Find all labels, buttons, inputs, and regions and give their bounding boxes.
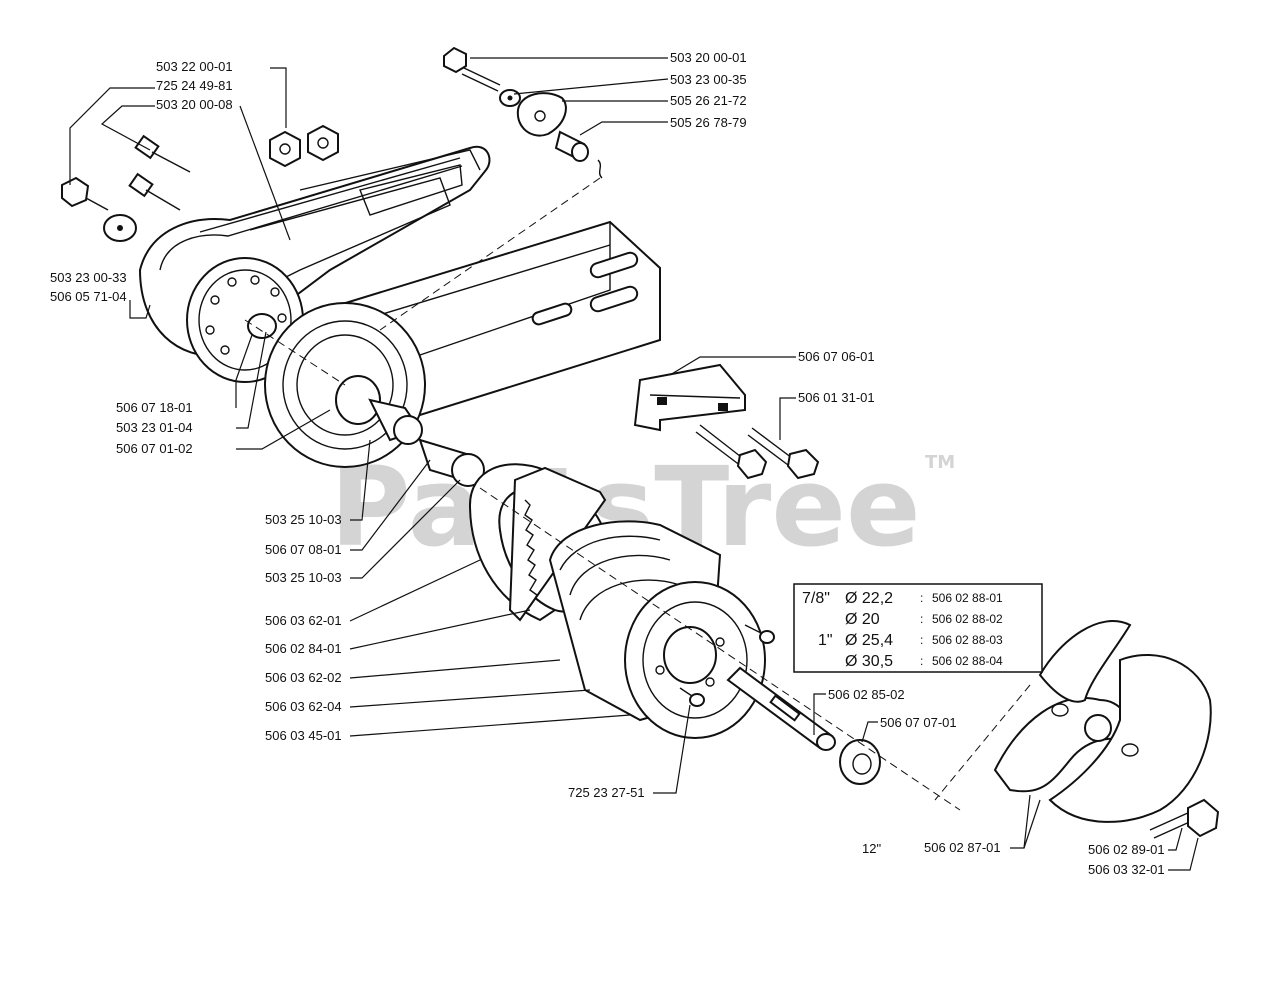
washer-icon [499, 89, 521, 107]
table-dia: Ø 20 [845, 611, 880, 628]
bolt-icon [744, 624, 775, 644]
table-part: 506 02 88-04 [932, 654, 1003, 668]
label-503-25-10-03: 503 25 10-03 [265, 512, 342, 527]
table-part: 506 02 88-03 [932, 633, 1003, 647]
trademark: TM [925, 452, 955, 473]
bolt-icon [1149, 798, 1220, 839]
bolt-icon [747, 427, 820, 480]
label-505-26-21-72: 505 26 21-72 [670, 93, 747, 108]
nut-icon [269, 130, 301, 168]
label-505-26-78-79: 505 26 78-79 [670, 115, 747, 130]
bolt-icon [443, 46, 501, 92]
label-506-07-18-01: 506 07 18-01 [116, 400, 193, 415]
label-506-01-31-01: 506 01 31-01 [798, 390, 875, 405]
label-506-02-84-01: 506 02 84-01 [265, 641, 342, 656]
bracket-icon [516, 92, 567, 137]
table-part: 506 02 88-01 [932, 591, 1003, 605]
size-table-row: Ø 30,5 : 506 02 88-04 [845, 653, 1003, 670]
size-table: 7/8" Ø 22,2 : 506 02 88-01 Ø 20 : 506 02… [793, 583, 1043, 673]
bracket-icon [633, 363, 746, 432]
label-503-23-00-33: 503 23 00-33 [50, 270, 127, 285]
label-506-02-89-01: 506 02 89-01 [1088, 842, 1165, 857]
blade-icon [993, 620, 1212, 823]
bolt-icon [679, 687, 705, 707]
shaft-icon [726, 666, 836, 751]
label-506-02-85-02: 506 02 85-02 [828, 687, 905, 702]
label-506-03-32-01: 506 03 32-01 [1088, 862, 1165, 877]
table-dia: Ø 25,4 [845, 632, 893, 649]
gear-ring [508, 466, 607, 622]
label-506-03-62-04: 506 03 62-04 [265, 699, 342, 714]
label-506-07-01-02: 506 07 01-02 [116, 441, 193, 456]
size-table-row: 7/8" Ø 22,2 : 506 02 88-01 [802, 590, 1003, 607]
label-503-23-00-35: 503 23 00-35 [670, 72, 747, 87]
label-size-12: 12" [862, 841, 881, 856]
table-sep: : [920, 654, 923, 668]
label-506-03-45-01: 506 03 45-01 [265, 728, 342, 743]
label-503-23-01-04: 503 23 01-04 [116, 420, 193, 435]
table-inch: 7/8" [802, 590, 830, 607]
label-503-20-00-08: 503 20 00-08 [156, 97, 233, 112]
label-506-02-87-01: 506 02 87-01 [924, 840, 1001, 855]
table-sep: : [920, 591, 923, 605]
part-labels: 503 22 00-01 725 24 49-81 503 20 00-08 5… [50, 50, 1165, 877]
label-725-24-49-81: 725 24 49-81 [156, 78, 233, 93]
center-lines [244, 177, 1031, 811]
label-506-07-07-01: 506 07 07-01 [880, 715, 957, 730]
label-503-22-00-01: 503 22 00-01 [156, 59, 233, 74]
nut-icon [307, 124, 339, 162]
size-table-row: Ø 20 : 506 02 88-02 [845, 611, 1003, 628]
bolt-icon [695, 424, 768, 480]
washer-icon [103, 214, 137, 242]
label-503-25-10-03: 503 25 10-03 [265, 570, 342, 585]
label-503-20-00-01: 503 20 00-01 [670, 50, 747, 65]
label-725-23-27-51: 725 23 27-51 [568, 785, 645, 800]
size-table-row: 1" Ø 25,4 : 506 02 88-03 [818, 632, 1003, 649]
table-sep: : [920, 633, 923, 647]
table-dia: Ø 22,2 [845, 590, 893, 607]
table-part: 506 02 88-02 [932, 612, 1003, 626]
bolt-icon [134, 134, 191, 173]
drum-icon [548, 520, 766, 739]
label-506-03-62-01: 506 03 62-01 [265, 613, 342, 628]
nut-icon [839, 739, 881, 785]
label-506-05-71-04: 506 05 71-04 [50, 289, 127, 304]
label-506-03-62-02: 506 03 62-02 [265, 670, 342, 685]
bolt-icon [61, 176, 109, 211]
bushing-icon [554, 130, 589, 162]
label-506-07-08-01: 506 07 08-01 [265, 542, 342, 557]
leader-lines [69, 57, 1199, 871]
table-dia: Ø 30,5 [845, 653, 893, 670]
label-506-07-06-01: 506 07 06-01 [798, 349, 875, 364]
table-sep: : [920, 612, 923, 626]
bolt-icon [128, 172, 181, 211]
table-inch: 1" [818, 632, 833, 649]
